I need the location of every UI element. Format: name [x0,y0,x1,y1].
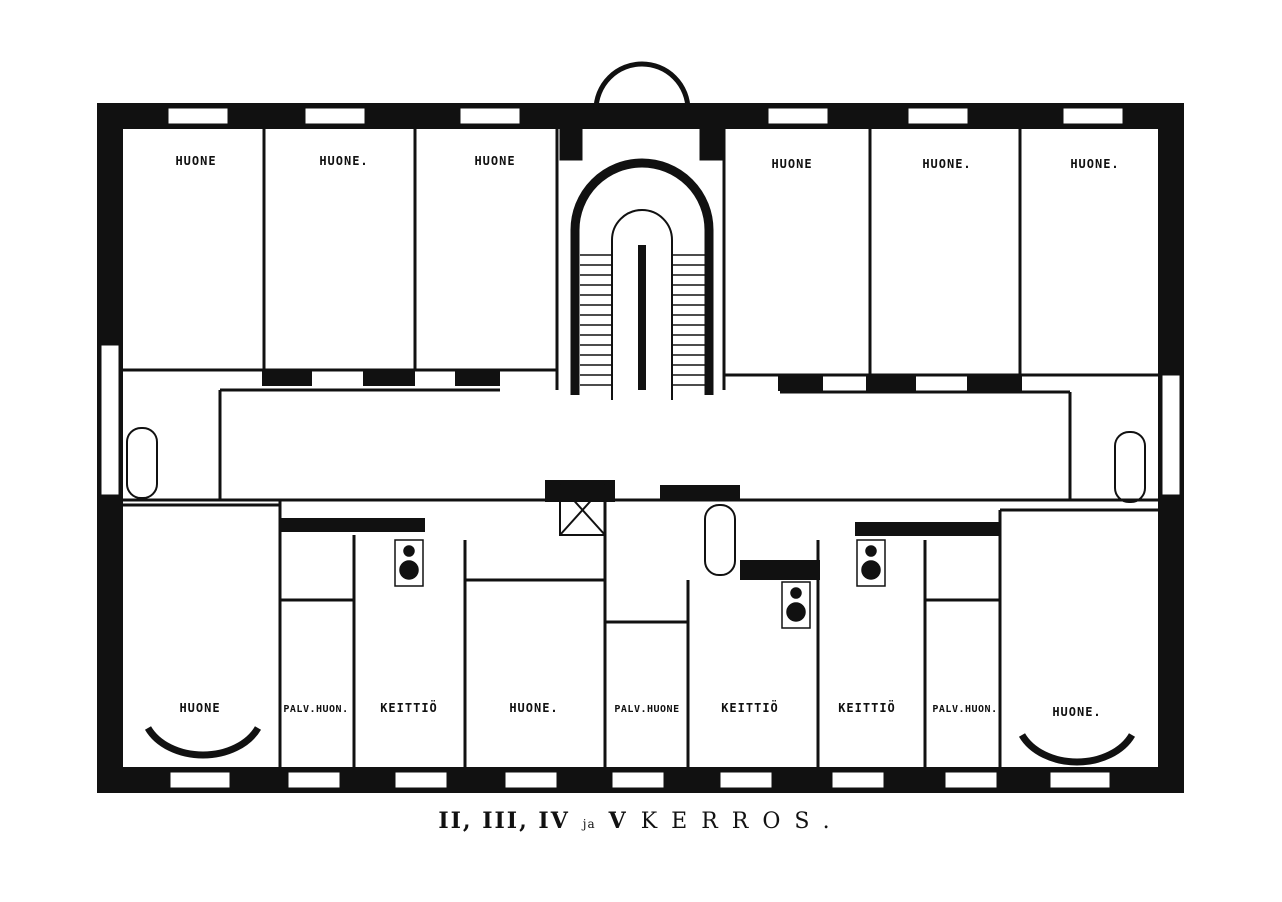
room-label-huone-2: HUONE. [319,154,368,168]
floor-caption: II, III, IV ja V KERROS. [0,808,1282,834]
stoves [394,539,886,629]
room-label-huone-4: HUONE [771,157,812,171]
stair-treads [580,254,705,386]
stair-well [638,245,646,390]
caption-kerros: KERROS. [640,809,844,834]
windows-top [167,107,1124,125]
room-label-huone-3: HUONE [474,154,515,168]
stair-tower [559,61,723,400]
caption-floors: II, III, IV [438,808,570,834]
bathtubs [126,427,1146,576]
windows-side [100,344,1181,496]
room-label-huone-5: HUONE. [922,157,971,171]
room-label-huone-bottom-left: HUONE [179,701,220,715]
room-label-palv-huon-left: PALV.HUON. [283,704,348,715]
room-label-keittio-right: KEITTIÖ [838,700,896,715]
room-label-keittio-mid: KEITTIÖ [721,700,779,715]
room-label-huone-6: HUONE. [1070,157,1119,171]
room-label-palv-huon-right: PALV.HUON. [932,704,997,715]
caption-floor-5: V [608,808,628,834]
room-label-keittio-left: KEITTIÖ [380,700,438,715]
lift-shaft [559,484,606,536]
room-label-huone-bottom-right: HUONE. [1052,705,1101,719]
room-label-huone-1: HUONE [175,154,216,168]
interior-walls [123,129,1158,767]
chimney-walls [262,370,1022,580]
caption-ja: ja [582,817,596,831]
bay-windows [144,726,1136,766]
windows-bottom [169,771,1111,789]
room-label-palv-huone-mid: PALV.HUONE [614,704,679,715]
room-label-huone-bottom-mid: HUONE. [509,701,558,715]
